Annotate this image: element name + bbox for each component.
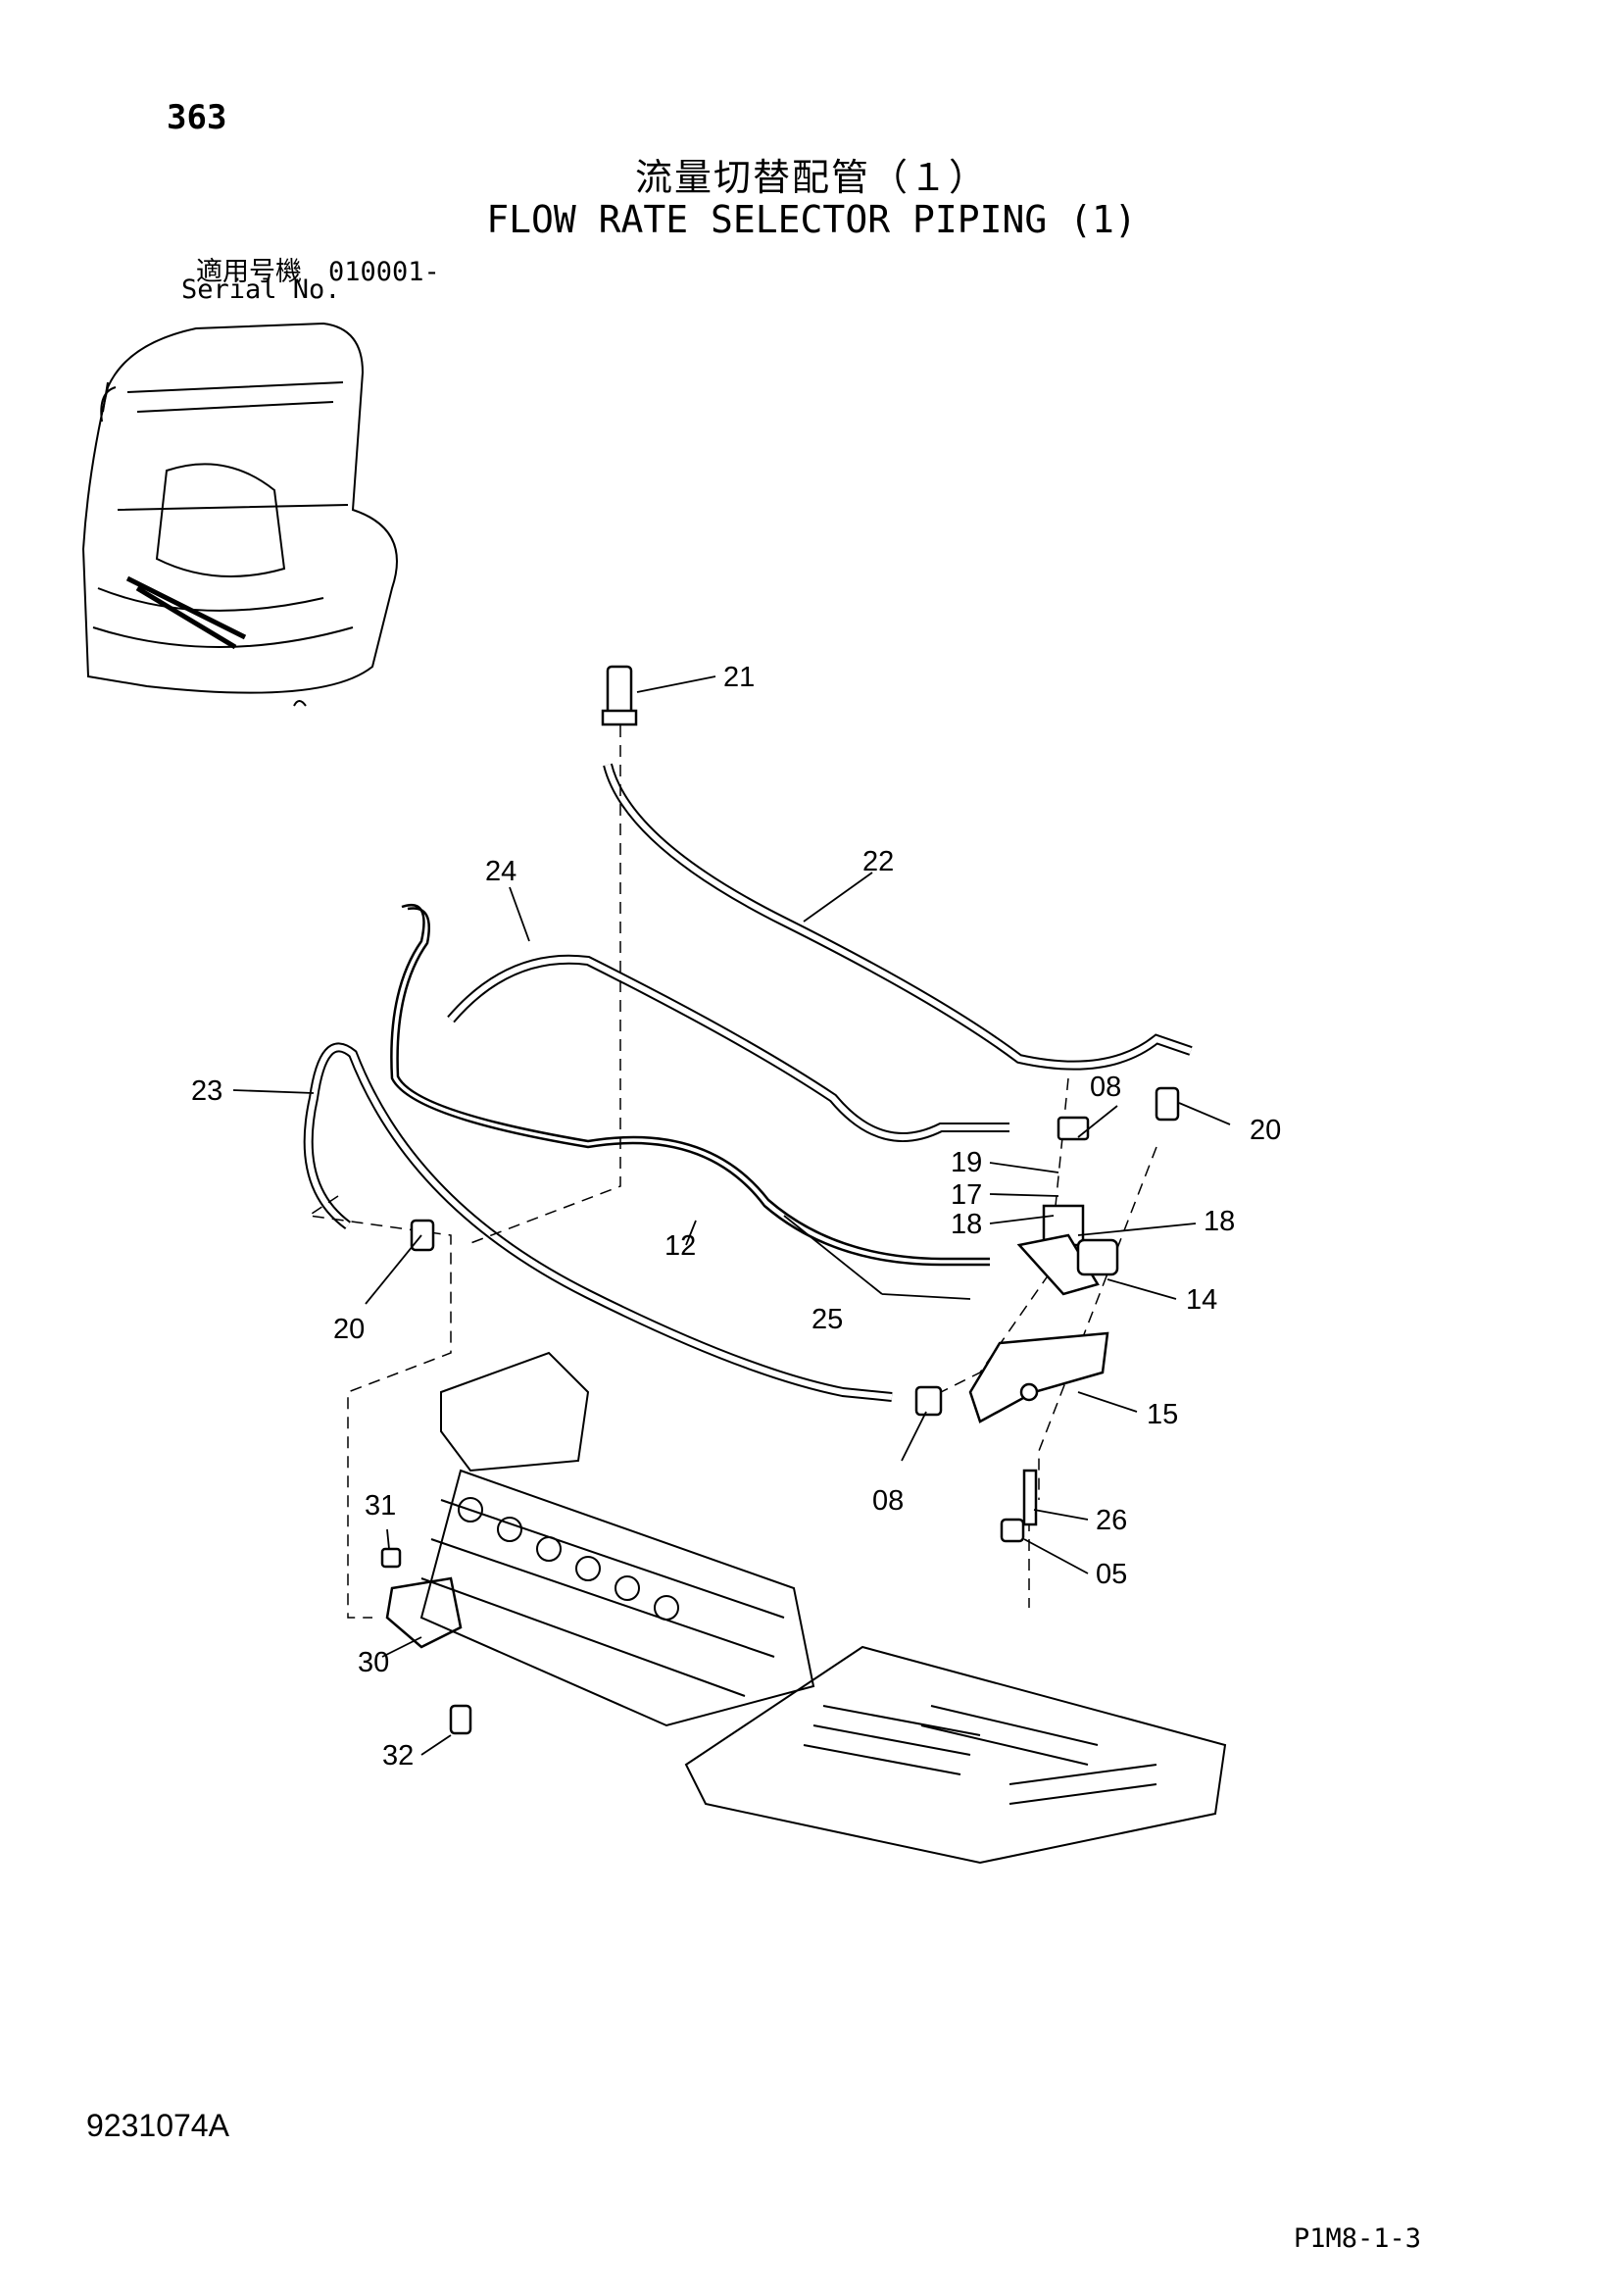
callout-label: 25 — [812, 1304, 843, 1335]
page-number: 363 — [167, 98, 227, 137]
page-title-jp: 流量切替配管（１） — [634, 156, 988, 199]
callout-label: 20 — [1250, 1115, 1281, 1146]
callout-label: 32 — [382, 1740, 414, 1772]
callout-label: 12 — [664, 1230, 696, 1262]
machine-overview — [81, 322, 398, 707]
page-title-en: FLOW RATE SELECTOR PIPING (1) — [486, 198, 1137, 241]
callout-label: 14 — [1186, 1284, 1217, 1316]
drawing-number: 9231074A — [86, 2108, 229, 2143]
callout-labels: 21 22 24 23 08 20 19 17 18 18 12 14 25 2… — [191, 662, 1281, 1772]
callout-label: 18 — [951, 1209, 982, 1240]
fittings — [380, 665, 1180, 1735]
callout-label: 08 — [872, 1485, 904, 1517]
callout-label: 19 — [951, 1147, 982, 1178]
reference-code: P1M8-1-3 — [1294, 2223, 1422, 2254]
callout-label: 15 — [1147, 1399, 1178, 1430]
callout-label: 23 — [191, 1075, 222, 1107]
callout-label: 24 — [485, 856, 516, 887]
callout-label: 30 — [358, 1647, 389, 1678]
callout-label: 17 — [951, 1179, 982, 1211]
callout-leaders — [232, 675, 1231, 1756]
callout-label: 18 — [1204, 1206, 1235, 1237]
callout-label: 05 — [1096, 1559, 1127, 1590]
control-valve — [419, 1351, 815, 1727]
callout-label: 26 — [1096, 1505, 1127, 1536]
callout-label: 20 — [333, 1314, 365, 1345]
callout-label: 22 — [862, 846, 894, 877]
serial-label-jp: 適用号機 010001- — [196, 257, 440, 287]
callout-label: 08 — [1090, 1072, 1121, 1103]
callout-label: 31 — [365, 1490, 396, 1522]
callout-label: 21 — [723, 662, 755, 693]
hoses — [303, 763, 1193, 1402]
base-plate — [684, 1645, 1227, 1865]
serial-label-en: Serial No. — [181, 275, 341, 305]
